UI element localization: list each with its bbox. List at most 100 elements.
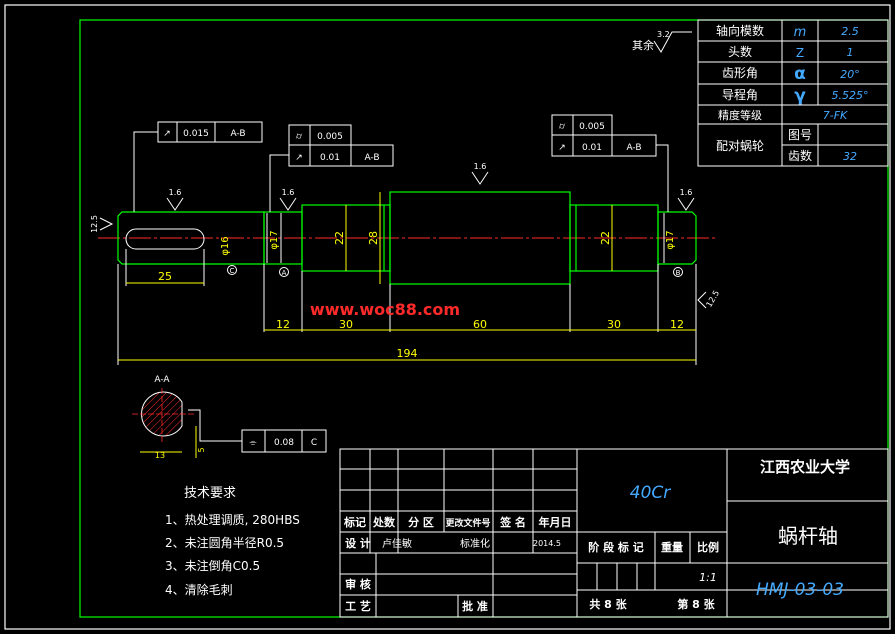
dim-len-60: 60: [473, 318, 487, 331]
dim-dia-22-right: 22: [599, 231, 612, 245]
roughness-mark-4: 1.6: [680, 188, 693, 197]
sheet-number: 第 8 张: [677, 597, 715, 611]
weight-label: 重量: [661, 540, 683, 554]
keyway: [125, 228, 205, 250]
std-label: 标准化: [460, 537, 490, 550]
param-label-lead-angle: 导程角: [722, 87, 758, 102]
design-label: 设 计: [345, 536, 371, 550]
roughness-mark-6: 12.5: [704, 289, 721, 309]
roughness-general-symbol: [653, 31, 692, 53]
param-value-accuracy: 7-FK: [823, 109, 848, 122]
fcf2-sym1: ⌭: [296, 132, 303, 142]
scale-value: 1:1: [699, 571, 717, 584]
dimension-lines: [118, 192, 696, 361]
param-value-lead-angle: 5.525°: [832, 89, 869, 102]
roughness-general-value: 3.2: [657, 30, 670, 39]
fcf3-val2: 0.01: [582, 143, 602, 153]
hdr-count: 处数: [372, 515, 396, 529]
param-symbol-starts: Z: [796, 46, 804, 60]
roughness-mark-3: 1.6: [474, 162, 487, 171]
dim-len-30-left: 30: [339, 318, 353, 331]
roughness-mark-2: 1.6: [282, 188, 295, 197]
fcf1-symbol: ↗: [163, 129, 171, 139]
outer-border: [4, 4, 891, 630]
dim-len-30-right: 30: [607, 318, 621, 331]
param-value-module: 2.5: [841, 25, 859, 38]
dim-len-12-left: 12: [276, 318, 290, 331]
scale-label: 比例: [697, 540, 719, 554]
dim-dia-28: 28: [367, 231, 380, 245]
hdr-date: 年月日: [539, 515, 572, 529]
section-label: A-A: [154, 375, 170, 385]
dim-dia-17-right: φ17: [665, 230, 676, 249]
school-name: 江西农业大学: [760, 458, 850, 476]
total-sheets: 共 8 张: [589, 597, 627, 611]
param-value-teeth: 32: [843, 150, 857, 163]
dim-dia-22-left: 22: [333, 231, 346, 245]
review-label: 审 核: [345, 577, 371, 591]
dim-len-12-right: 12: [670, 318, 684, 331]
hdr-mark: 标记: [343, 515, 366, 529]
roughness-mark-5: 12.5: [90, 215, 99, 233]
section-height: 5: [197, 447, 206, 452]
fcf3-datum: A-B: [626, 143, 641, 153]
section-view: [132, 388, 197, 458]
fcf3-val1: 0.005: [579, 122, 605, 132]
roughness-general-label: 其余: [632, 38, 654, 52]
param-symbol-module: m: [794, 25, 807, 40]
param-label-starts: 头数: [728, 44, 752, 59]
approve-label: 批 准: [462, 599, 488, 613]
fcf3-sym1: ⌭: [559, 122, 566, 132]
hdr-signature: 签 名: [499, 515, 526, 529]
param-label-mating-wheel: 配对蜗轮: [716, 138, 764, 153]
watermark: www.woc88.com: [310, 300, 460, 319]
param-label-teeth: 齿数: [788, 148, 812, 163]
hdr-zone: 分 区: [408, 515, 434, 529]
drawing-number: HMJ-03-03: [756, 580, 844, 600]
fcf2-val1: 0.005: [317, 132, 343, 142]
param-value-starts: 1: [847, 46, 854, 59]
datum-a: A: [282, 269, 287, 277]
tech-item-1: 1、热处理调质, 280HBS: [165, 513, 300, 527]
process-label: 工 艺: [345, 599, 371, 613]
param-label-pressure-angle: 齿形角: [722, 66, 758, 80]
extension-lines: [117, 249, 697, 365]
fcf2-datum: A-B: [364, 153, 379, 163]
dim-dia-17-left: φ17: [269, 230, 280, 249]
thread-lines: [266, 213, 665, 263]
fcf4-symbol: ⌯: [249, 438, 257, 448]
tech-item-2: 2、未注圆角半径R0.5: [165, 535, 284, 550]
tech-item-4: 4、清除毛刺: [165, 582, 233, 597]
param-symbol-pressure-angle: α: [794, 64, 806, 84]
param-label-module: 轴向模数: [716, 23, 764, 38]
datum-c: C: [230, 267, 235, 275]
param-label-accuracy: 精度等级: [718, 108, 762, 122]
hdr-change-doc: 更改文件号: [445, 517, 490, 529]
title-block: [339, 448, 889, 618]
fcf3-sym2: ↗: [558, 143, 566, 153]
part-name: 蜗杆轴: [778, 524, 838, 548]
param-label-drawing-no: 图号: [788, 128, 812, 142]
param-symbol-lead-angle: γ: [794, 86, 806, 106]
fcf4-datum: C: [311, 438, 317, 448]
section-width: 13: [155, 451, 165, 460]
roughness-symbols: [99, 171, 707, 309]
gear-param-table: [697, 19, 889, 167]
fcf4-value: 0.08: [274, 438, 294, 448]
tech-title: 技术要求: [184, 486, 236, 501]
fcf1-datum: A-B: [230, 129, 245, 139]
datum-b: B: [676, 269, 681, 277]
tech-item-3: 3、未注倒角C0.5: [165, 558, 260, 573]
designer-name: 卢佳敏: [382, 537, 412, 550]
roughness-mark-1: 1.6: [169, 188, 182, 197]
fcf2-val2: 0.01: [320, 153, 340, 163]
stage-label: 阶 段 标 记: [588, 540, 644, 554]
tolerance-frames: [133, 114, 669, 453]
fcf2-sym2: ↗: [295, 153, 303, 163]
datum-markers: [227, 265, 683, 277]
dim-total-length: 194: [397, 347, 418, 360]
param-value-pressure-angle: 20°: [840, 68, 860, 81]
design-date: 2014.5: [533, 539, 561, 548]
fcf1-value: 0.015: [183, 129, 209, 139]
